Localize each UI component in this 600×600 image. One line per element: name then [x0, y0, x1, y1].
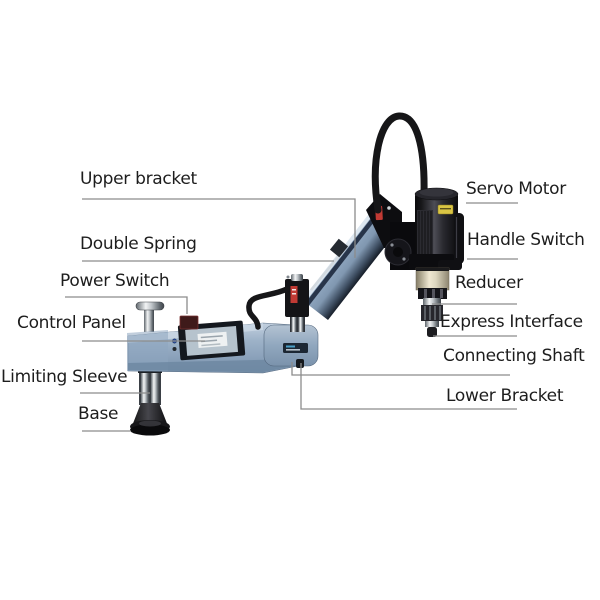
upper-arm: [302, 194, 420, 320]
control-panel-group: [177, 320, 246, 361]
label-handle-switch: Handle Switch: [467, 230, 585, 250]
label-double-spring: Double Spring: [80, 234, 197, 254]
connecting-shaft-leader: [291, 362, 510, 376]
motor-cable-loop: [371, 112, 428, 214]
indicator-button: [172, 347, 177, 351]
label-connecting-shaft: Connecting Shaft: [443, 346, 585, 366]
lower-bracket-leader: [300, 363, 517, 410]
motor-label: [437, 204, 454, 215]
label-upper-bracket: Upper bracket: [80, 169, 197, 189]
base-foot: [130, 403, 170, 436]
connecting-shaft-tip: [296, 359, 304, 368]
body-cable: [246, 286, 290, 330]
label-reducer: Reducer: [455, 273, 523, 293]
motor-bracket: [384, 222, 420, 270]
express-interface-chuck: [421, 298, 443, 337]
column-cap: [135, 301, 165, 311]
spring-rod-fitting: [329, 238, 349, 258]
leader-lines: [65, 198, 518, 432]
label-express-interface: Express Interface: [440, 312, 583, 332]
reducer-ring: [415, 267, 450, 299]
label-base: Base: [78, 404, 119, 424]
handle-switch-bar: [438, 213, 464, 270]
column-stem: [144, 308, 154, 332]
upper-bracket-leader: [82, 198, 356, 258]
power-switch-leader: [65, 296, 188, 314]
label-lower-bracket: Lower Bracket: [446, 386, 564, 406]
label-power-switch: Power Switch: [60, 271, 170, 291]
column-and-base: [130, 301, 170, 436]
housing-label: [283, 343, 308, 353]
label-servo-motor: Servo Motor: [466, 179, 566, 199]
power-switch-block: [179, 315, 199, 330]
double-spring-box: [285, 274, 309, 332]
label-control-panel: Control Panel: [17, 313, 126, 333]
limiting-sleeve-rods: [138, 368, 162, 405]
label-limiting-sleeve: Limiting Sleeve: [1, 367, 128, 387]
servo-motor-assembly: [409, 187, 464, 337]
